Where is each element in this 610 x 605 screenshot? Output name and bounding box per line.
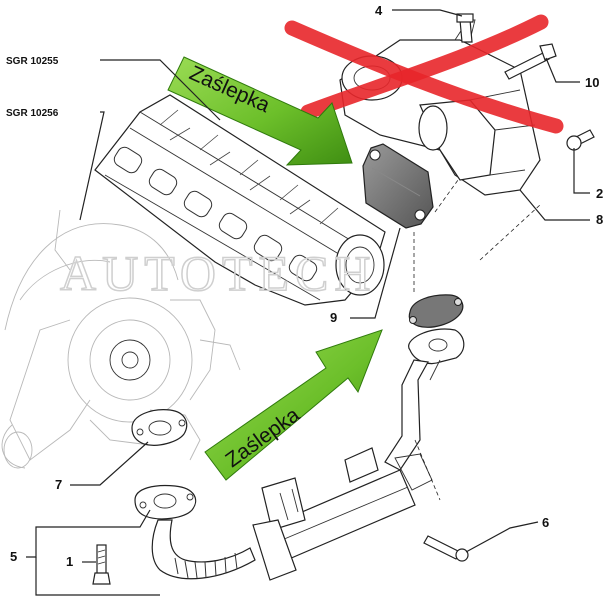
bolt-4 <box>456 13 474 43</box>
callout-5: 5 <box>10 549 17 564</box>
stud-10 <box>504 43 557 80</box>
callout-2: 2 <box>596 186 603 201</box>
callout-10: 10 <box>585 75 599 90</box>
callout-9: 9 <box>330 310 337 325</box>
watermark: AUTOTECH <box>60 245 377 301</box>
ref-code-sgr-10256: SGR 10256 <box>6 108 59 119</box>
gasket-plate-9 <box>362 143 434 229</box>
callout-6: 6 <box>542 515 549 530</box>
gasket-7 <box>131 409 188 446</box>
bolt-1 <box>92 544 111 585</box>
bolt-2 <box>566 129 595 151</box>
egr-pipe-assembly <box>134 328 465 581</box>
callout-8: 8 <box>596 212 603 227</box>
red-cross <box>284 14 564 134</box>
bolt-6 <box>423 535 469 562</box>
intake-manifold <box>94 94 386 306</box>
leader-lines <box>26 9 590 596</box>
ref-code-sgr-10255: SGR 10255 <box>6 56 59 67</box>
callout-7: 7 <box>55 477 62 492</box>
callout-1: 1 <box>66 554 73 569</box>
assembly-lines <box>413 179 541 501</box>
blanking-plate-pipe <box>408 294 464 328</box>
callout-4: 4 <box>375 3 383 18</box>
